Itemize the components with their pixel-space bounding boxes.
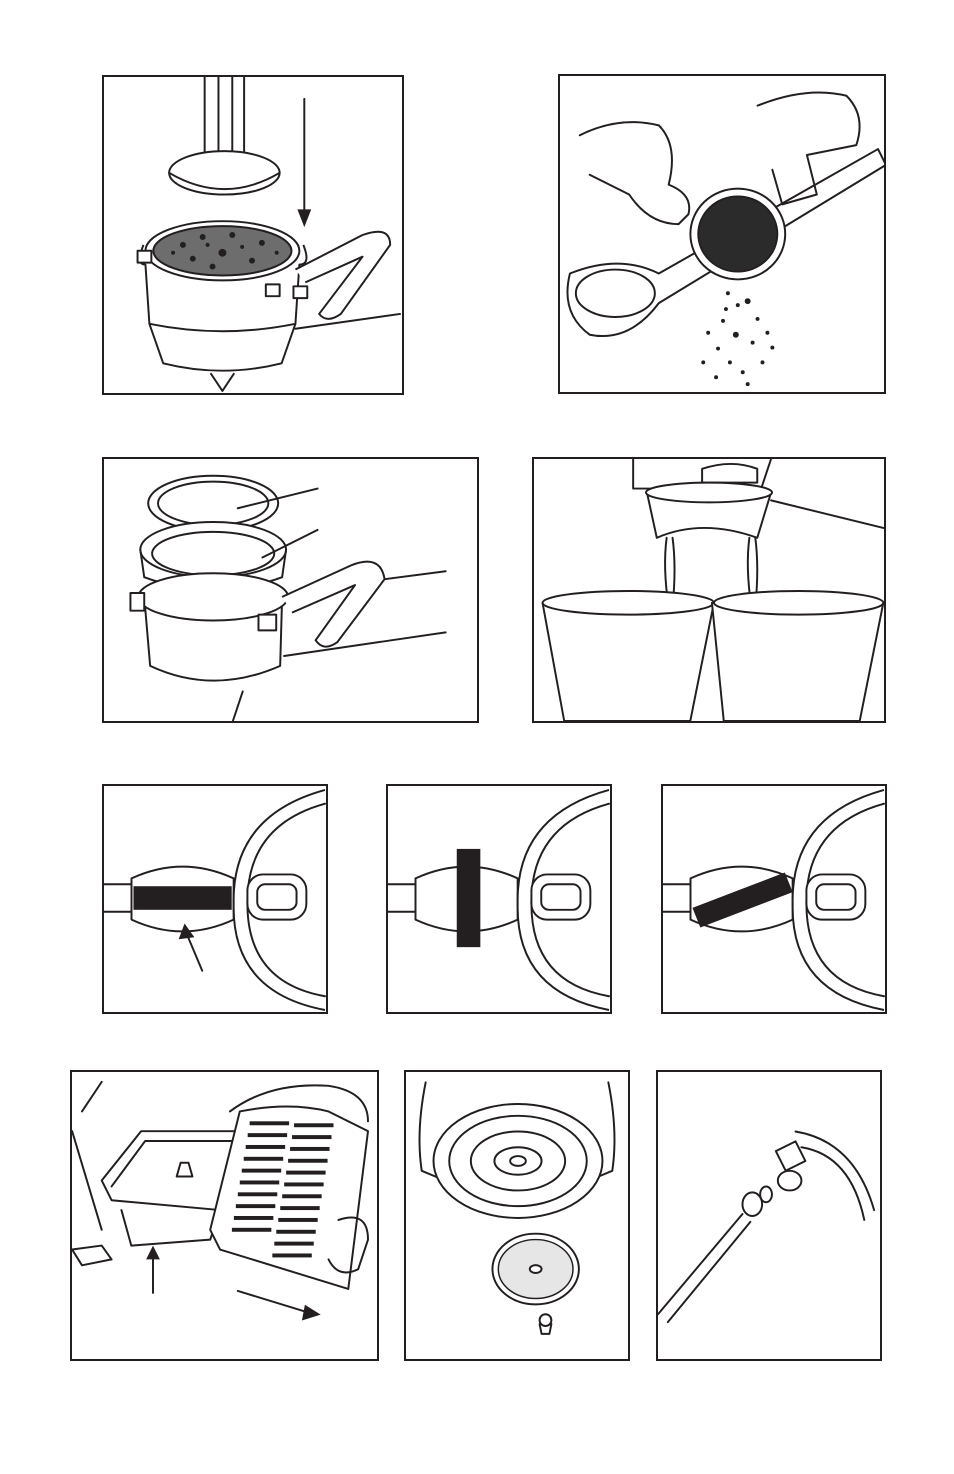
panel-steam-nozzle [656, 1070, 882, 1361]
panel-shower-screen [404, 1070, 630, 1361]
panel-selector-horizontal [102, 784, 328, 1014]
panel-drip-tray [70, 1070, 379, 1361]
panel-filter-assembly [102, 457, 479, 723]
panel-brewing-two-cups [532, 457, 886, 723]
panel-emptying-grounds [558, 74, 886, 394]
panel-selector-vertical [386, 784, 612, 1014]
panel-tamping [102, 75, 404, 395]
panel-selector-diagonal [661, 784, 887, 1014]
